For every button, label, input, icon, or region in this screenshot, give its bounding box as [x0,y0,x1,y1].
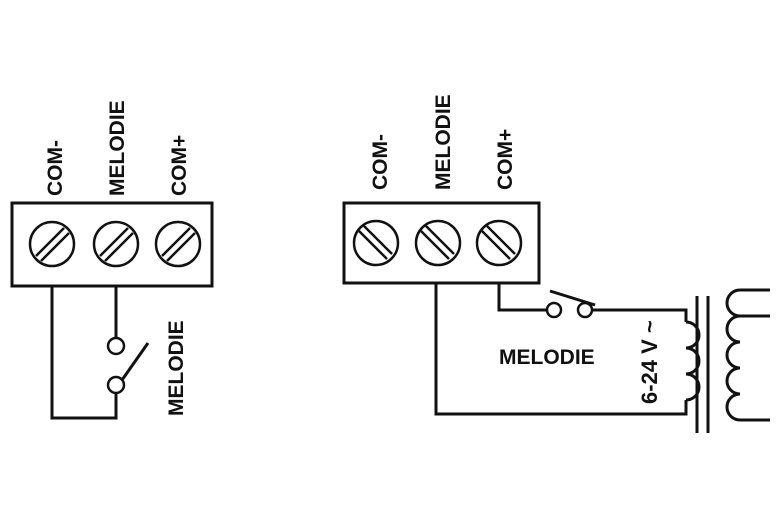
transformer-coil-left [685,320,701,402]
left-terminal-block [10,201,214,288]
right-terminal-block [342,201,541,285]
voltage-label: 6-24 V ~ [637,320,662,404]
right-diagram: COM- MELODIE COM+ ME [342,94,770,433]
left-terminal-label-melodie: MELODIE [106,100,129,196]
right-wire-switch-to-coil [592,308,688,322]
left-screw-melodie [92,220,140,268]
right-screw-com-minus [352,219,400,267]
left-terminal-label-com-plus: COM+ [168,135,191,196]
right-wire-com-minus [434,283,688,416]
left-screw-com-plus [154,220,202,268]
left-pushbutton-switch [106,336,150,395]
left-wire-com-minus [50,286,118,420]
right-terminal-label-com-plus: COM+ [494,129,517,190]
right-screw-com-plus [475,219,523,267]
right-screw-melodie [414,219,462,267]
left-diagram: COM- MELODIE COM+ MELODIE [10,100,214,420]
transformer-coil-right [725,288,770,422]
right-terminal-label-melodie: MELODIE [432,94,455,190]
right-terminal-label-com-minus: COM- [369,134,392,190]
right-switch-label: MELODIE [499,346,595,369]
left-terminal-label-com-minus: COM- [44,140,67,196]
transformer [685,288,770,433]
right-pushbutton-switch [545,289,596,319]
left-switch-label: MELODIE [165,320,188,416]
right-wire-com-plus [497,283,547,312]
left-screw-com-minus [28,220,76,268]
